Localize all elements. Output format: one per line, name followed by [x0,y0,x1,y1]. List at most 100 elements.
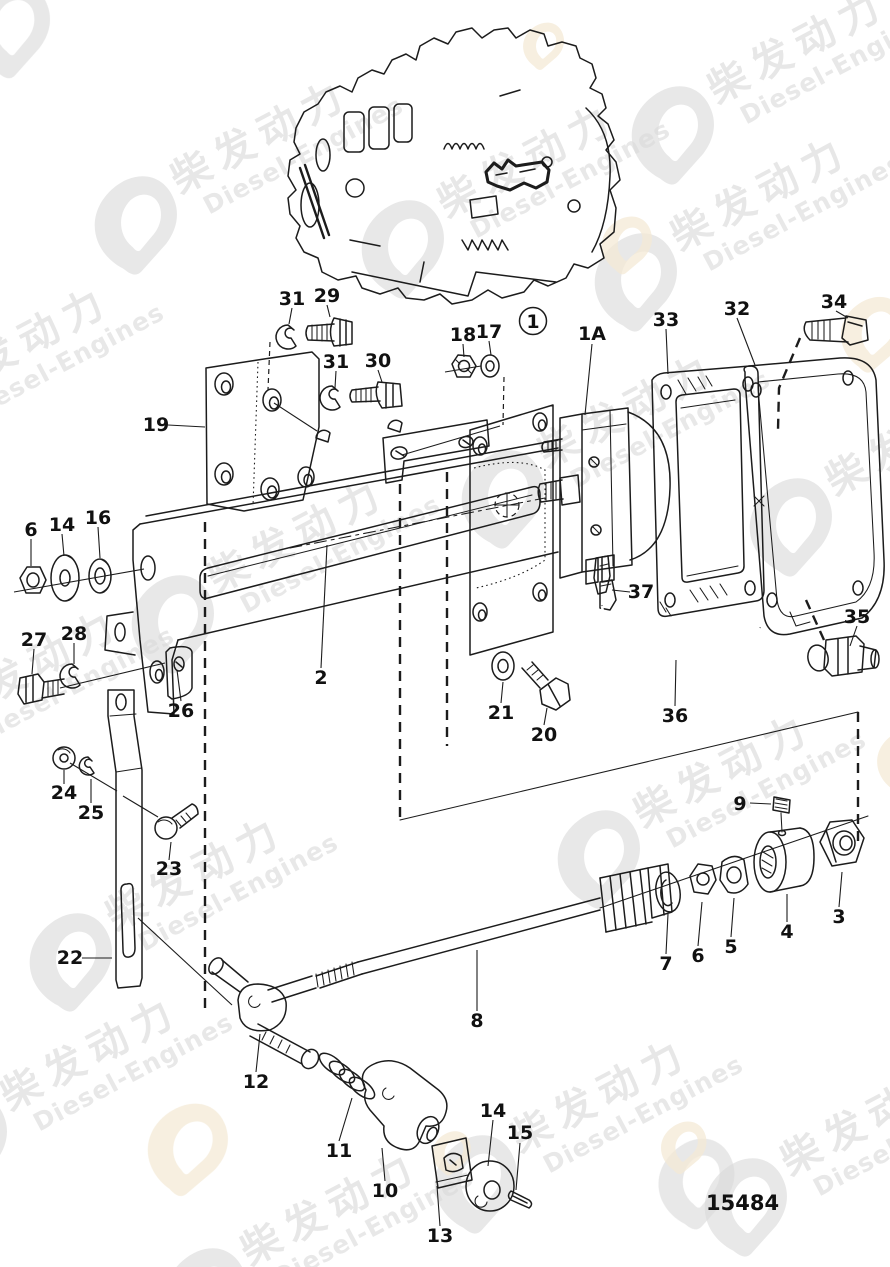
nut-6-left [19,566,47,594]
engine-mount-highlight [484,158,551,192]
fitting-35 [807,635,880,677]
cable-36 [600,605,762,666]
callout-35: 35 [844,606,870,628]
callout-11: 11 [326,1140,352,1162]
callout-14-bottom: 14 [480,1100,506,1122]
clamp-26 [165,645,193,700]
bolt-23 [154,803,199,840]
connector-37 [593,555,617,611]
callout-34: 34 [821,291,847,313]
washer-5 [719,855,749,894]
callout-6-left: 6 [24,519,37,541]
callout-37: 37 [628,581,654,603]
nut-3 [819,819,865,867]
clip-13 [431,1137,473,1189]
gasket-hatching [659,375,728,617]
dome-screws [315,419,403,443]
callout-31-top: 31 [279,288,305,310]
plate19-holes [214,372,315,501]
actuator-tabs [585,554,615,585]
callout-26: 26 [168,700,194,722]
callout-33: 33 [653,309,679,331]
bolt34-alignment-dashes [776,337,802,431]
callout-36: 36 [662,705,688,727]
nut-6-rod [689,863,717,895]
callout-14-left: 14 [49,514,75,536]
trunnion-12 [208,957,320,1070]
callout-30: 30 [365,350,391,372]
callout-17: 17 [476,321,502,343]
actuator-stud-small [541,438,563,453]
watermark-tile: 柴发动力 Diesel-Engines [541,704,871,918]
callout-25: 25 [78,802,104,824]
callout-7: 7 [659,953,672,975]
actuator-1a [537,407,671,585]
ghost-plane-edge [399,711,859,821]
washer17-alignment-dashes [502,376,505,426]
spring-11 [318,1052,376,1100]
bolt-29 [305,317,353,347]
lock-washer-31-top [275,324,297,350]
callout-12: 12 [243,1071,269,1093]
callout-32: 32 [724,298,750,320]
ghost-hole-cross [494,492,520,518]
bolt-20 [521,661,571,711]
callout-3: 3 [832,906,845,928]
cylinder-10 [361,1060,448,1151]
callout-1: 1 [526,311,539,333]
bolt-34 [803,315,869,346]
watermark-tile: 柴发动力 Diesel-Engines [0,277,169,427]
sleeve-4 [753,827,815,893]
rail-ear-tab [104,611,136,656]
washer-17 [480,354,500,378]
callout-6-rod: 6 [691,945,704,967]
callout-4: 4 [780,921,793,943]
callout-21: 21 [488,702,514,724]
callout-1a: 1A [578,323,606,345]
washer31-alignment-dashes [267,341,271,391]
callout-29: 29 [314,285,340,307]
callout-27: 27 [21,629,47,651]
callout-5: 5 [724,936,737,958]
washer-16 [88,558,112,594]
clip-28 [59,663,81,689]
drawing-number: 15484 [706,1191,779,1215]
cover-32 [743,357,885,636]
watermark-tile: 柴发动力 Diesel-Engines [13,807,343,1021]
clip-25 [78,756,95,776]
callout-8: 8 [470,1010,483,1032]
grommet-14 [465,1160,515,1212]
callout-23: 23 [156,858,182,880]
washer-14-left [50,554,80,602]
callout-9: 9 [733,793,746,815]
callout-13: 13 [427,1225,453,1247]
callout-19: 19 [143,414,169,436]
callout-16: 16 [85,507,111,529]
callout-20: 20 [531,724,557,746]
callout-15: 15 [507,1122,533,1144]
callout-labels: 31 29 31 30 18 17 1 1A 33 32 34 19 6 14 … [21,285,870,1247]
callout-1-circle [518,306,548,336]
rod-axis-line [599,815,869,909]
plate19-bend-dotted [252,361,259,507]
ring-7 [655,871,681,913]
callout-22: 22 [57,947,83,969]
grub-screw-9 [772,796,791,833]
mid-bracket [315,419,490,484]
callout-31-mid: 31 [323,351,349,373]
axis-lines [13,365,501,1006]
gasket-33 [651,365,765,618]
engine-outline-sketch [287,27,621,305]
callout-24: 24 [51,782,77,804]
callout-18: 18 [450,324,476,346]
strap-22 [107,689,143,989]
washer-21 [491,651,515,681]
callout-2: 2 [314,667,327,689]
callout-28: 28 [61,623,87,645]
actuator-stud-large [537,474,581,506]
lock-washer-31-mid [319,385,341,411]
fitting35-alignment-dashes [804,599,826,641]
bolt-30 [349,381,403,409]
pin-15 [507,1190,533,1209]
